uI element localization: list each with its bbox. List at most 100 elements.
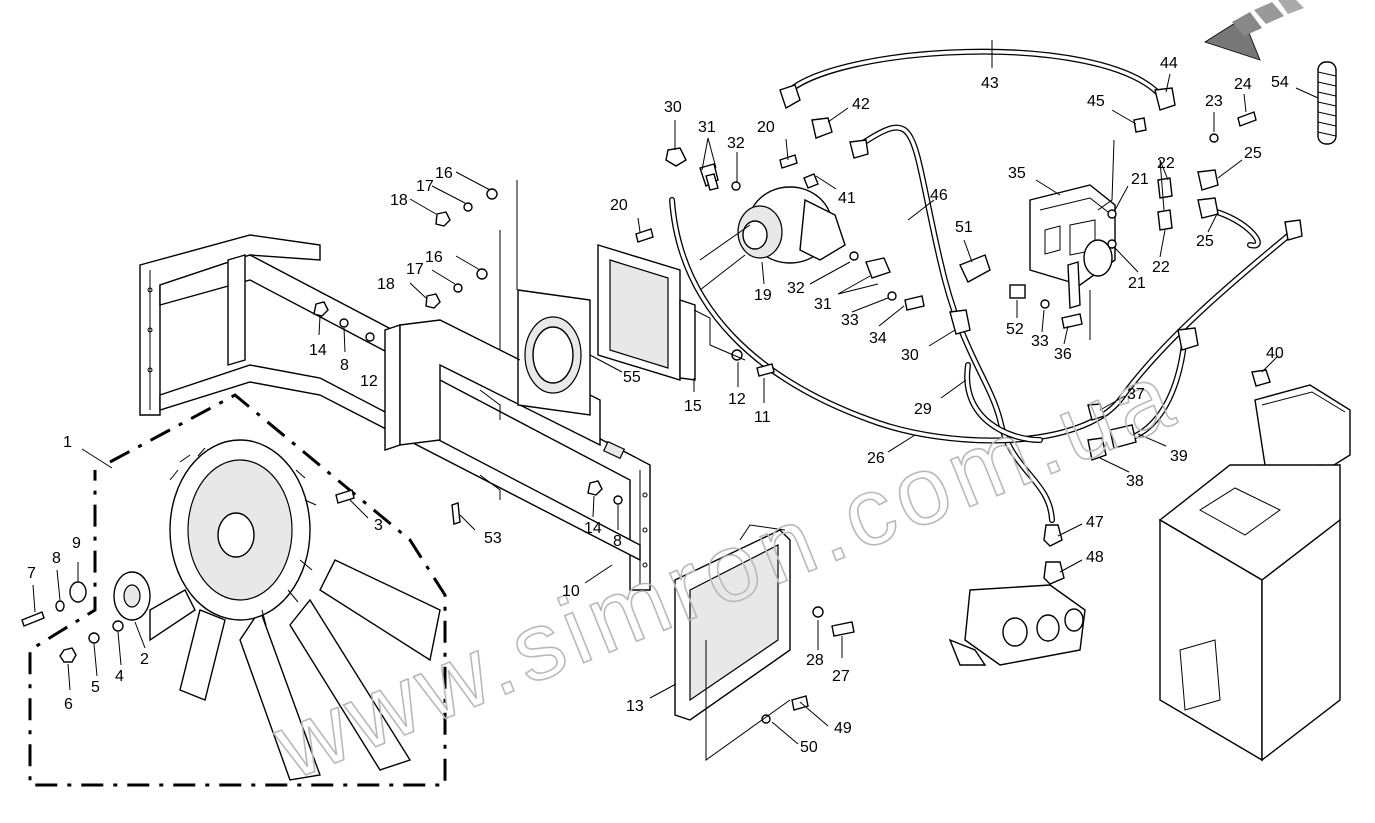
part-label: 20 [757, 119, 775, 136]
fitting-part-48 [1043, 561, 1065, 585]
part-label: 20 [610, 197, 628, 214]
part-label: 35 [1008, 165, 1026, 182]
bolt-part-7 [21, 611, 45, 627]
part-label: 2 [140, 651, 149, 668]
part-label: 52 [1006, 321, 1024, 338]
sensor-part-51 [959, 254, 991, 283]
washer-part-5 [88, 632, 100, 644]
part-label: 50 [800, 739, 818, 756]
fan-hub [169, 439, 317, 626]
part-label: 16 [425, 249, 443, 266]
part-label: 49 [834, 720, 852, 737]
part-label: 18 [377, 276, 395, 293]
part-label: 24 [1234, 76, 1252, 93]
part-label: 43 [981, 75, 999, 92]
part-label: 26 [867, 450, 885, 467]
fitting-part-47 [1043, 524, 1063, 547]
hydraulic-tank [1158, 464, 1341, 762]
part-label: 29 [914, 401, 932, 418]
part-label: 31 [698, 119, 716, 136]
part-label: 36 [1054, 346, 1072, 363]
part-label: 12 [728, 391, 746, 408]
part-label: 3 [374, 517, 383, 534]
part-label: 45 [1087, 93, 1105, 110]
part-label: 27 [832, 668, 850, 685]
part-label: 42 [852, 96, 870, 113]
hub-flange-part-2 [113, 571, 151, 621]
part-label: 30 [664, 99, 682, 116]
part-label: 11 [754, 409, 771, 426]
part-label: 33 [841, 312, 859, 329]
part-labels: 1 2 3 4 5 6 7 8 8 8 9 10 11 12 12 13 14 … [27, 55, 1289, 756]
part-label: 5 [91, 679, 100, 696]
part-label: 40 [1266, 345, 1284, 362]
gasket-frame-part-15 [597, 244, 696, 381]
part-label: 32 [727, 135, 745, 152]
part-label: 21 [1131, 171, 1149, 188]
fan-blades [149, 559, 441, 781]
spiral-guard-part-54 [1317, 61, 1337, 145]
part-label: 53 [484, 530, 502, 547]
distribution-manifold [948, 524, 1086, 666]
part-label: 28 [806, 652, 824, 669]
part-label: 25 [1244, 145, 1262, 162]
valve-block-part-35 [1029, 184, 1116, 309]
part-label: 22 [1157, 155, 1175, 172]
part-label: 30 [901, 347, 919, 364]
part-label: 37 [1127, 386, 1145, 403]
part-label: 47 [1086, 514, 1104, 531]
shroud-plate-part-55 [517, 289, 591, 416]
part-label: 39 [1170, 448, 1188, 465]
part-label: 7 [27, 565, 36, 582]
part-label: 22 [1152, 259, 1170, 276]
part-label: 34 [869, 330, 887, 347]
part-label: 14 [584, 520, 602, 537]
part-label: 15 [684, 398, 702, 415]
part-label: 17 [406, 261, 424, 278]
fitting-part-52 [1009, 284, 1026, 299]
part-label: 54 [1271, 74, 1289, 91]
part-label: 13 [626, 698, 644, 715]
part-label: 41 [838, 190, 856, 207]
part-label: 1 [63, 434, 72, 451]
part-label: 19 [754, 287, 772, 304]
part-label: 4 [115, 668, 124, 685]
part-label: 48 [1086, 549, 1104, 566]
part-label: 8 [340, 357, 349, 374]
part-label: 8 [613, 533, 622, 550]
part-label: 6 [64, 696, 73, 713]
part-label: 38 [1126, 473, 1144, 490]
leader-lines [32, 40, 1319, 761]
part-label: 8 [52, 550, 61, 567]
part-label: 12 [360, 373, 378, 390]
washer-part-4 [112, 620, 124, 632]
part-label: 44 [1160, 55, 1178, 72]
bolt-part-3 [335, 489, 355, 504]
part-label: 33 [1031, 333, 1049, 350]
cover-frame-part-13 [674, 524, 791, 721]
part-label: 16 [435, 165, 453, 182]
part-label: 10 [562, 583, 580, 600]
hydraulic-hoses [669, 48, 1298, 523]
part-label: 23 [1205, 93, 1223, 110]
nut-part-6 [59, 647, 77, 663]
direction-arrow-icon [1204, 0, 1304, 61]
part-label: 9 [72, 535, 81, 552]
washer-part-8a [55, 600, 65, 612]
part-label: 32 [787, 280, 805, 297]
part-label: 51 [955, 219, 973, 236]
part-label: 17 [416, 178, 434, 195]
part-label: 55 [623, 369, 641, 386]
part-label: 18 [390, 192, 408, 209]
fan-assembly-boundary [28, 393, 447, 787]
part-label: 46 [930, 187, 948, 204]
part-label: 21 [1128, 275, 1146, 292]
washer-part-9 [69, 581, 87, 603]
part-label: 14 [309, 342, 327, 359]
hydraulic-motor-part-19 [737, 186, 846, 264]
part-label: 25 [1196, 233, 1214, 250]
main-frame [139, 234, 651, 591]
hose-fittings [665, 84, 1303, 461]
part-label: 31 [814, 296, 832, 313]
